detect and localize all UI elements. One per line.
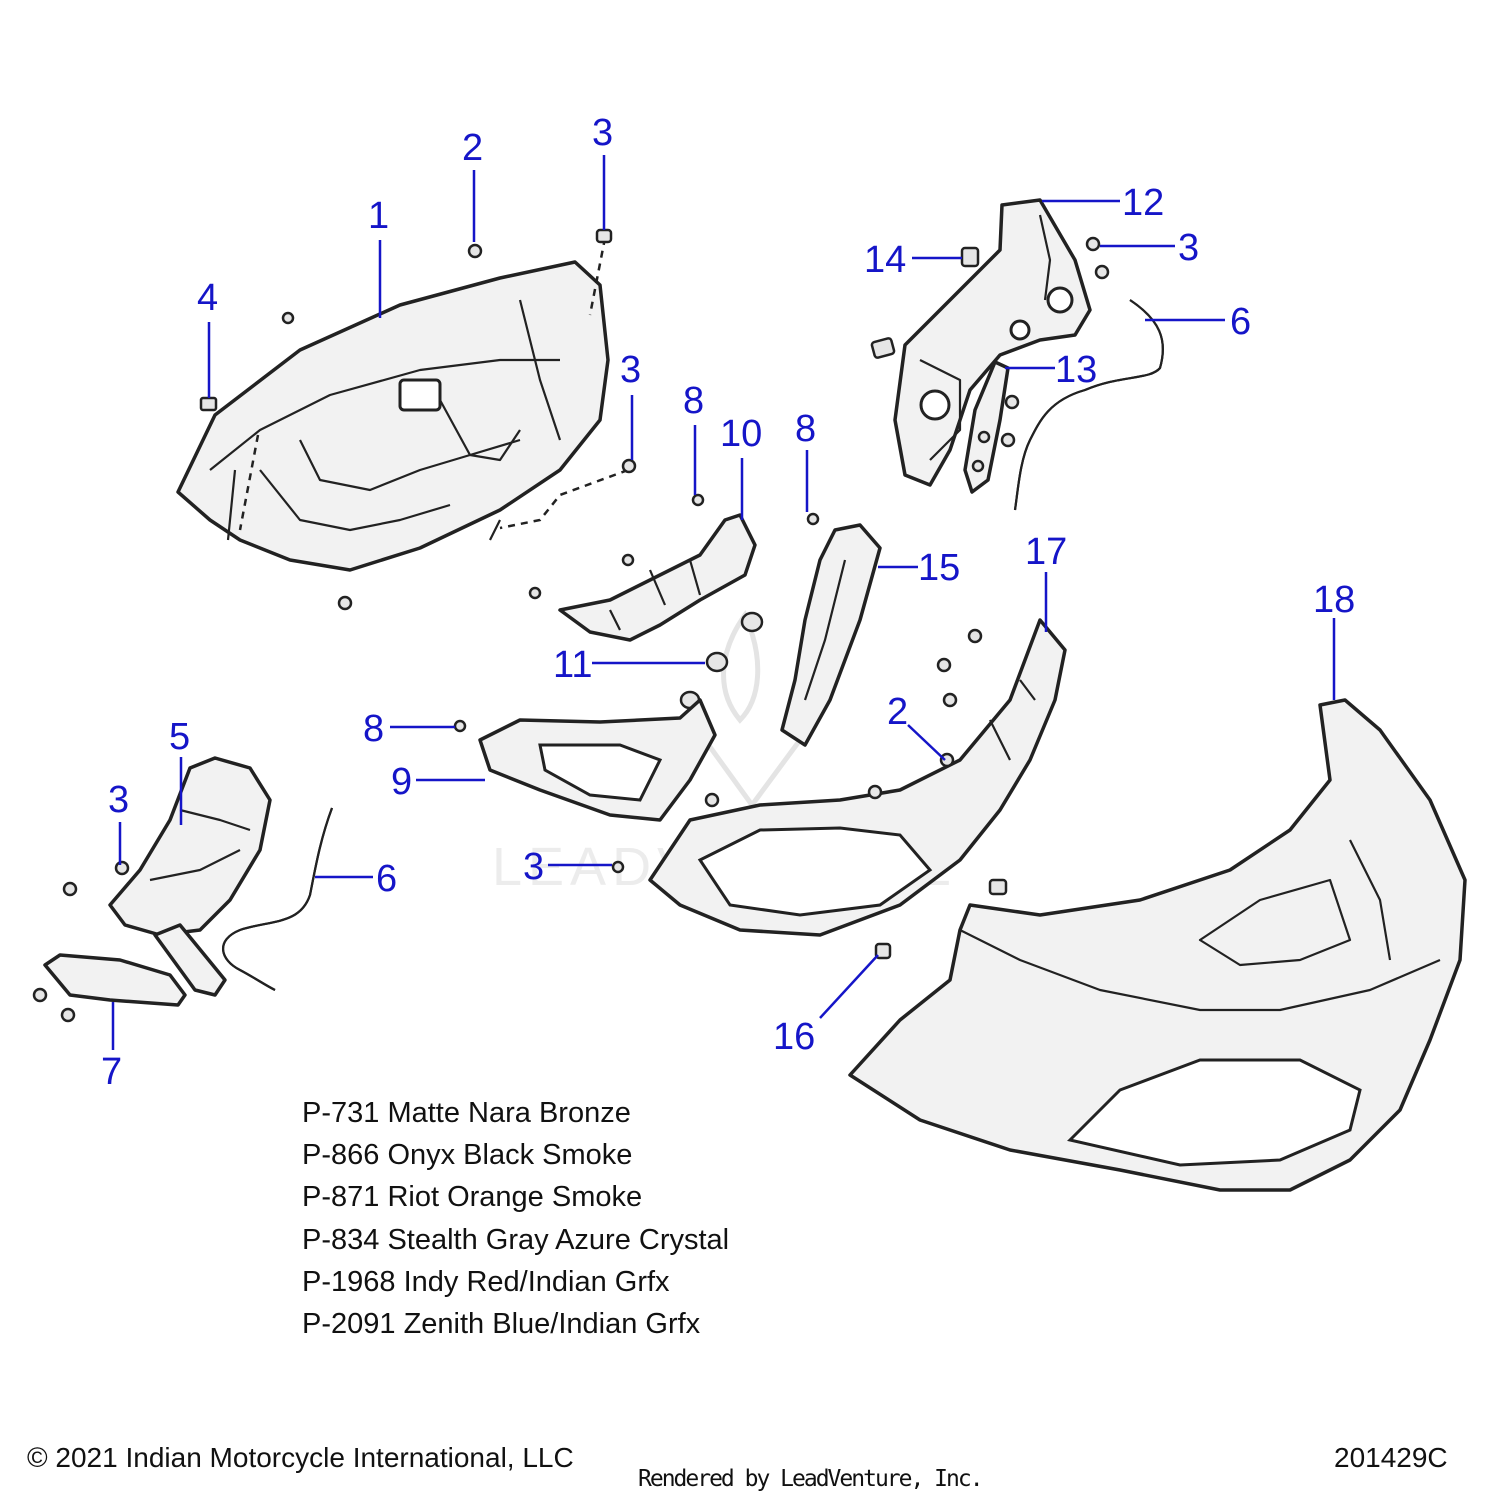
callout-3: 3 — [1178, 227, 1199, 269]
part-10-bracket — [530, 495, 755, 640]
callout-9: 9 — [391, 761, 412, 803]
legend-item: P-731 Matte Nara Bronze — [302, 1092, 729, 1134]
callout-8: 8 — [363, 708, 384, 750]
callout-3: 3 — [620, 349, 641, 391]
callout-8: 8 — [795, 408, 816, 450]
legend-item: P-871 Riot Orange Smoke — [302, 1176, 729, 1218]
paint-color-legend: P-731 Matte Nara Bronze P-866 Onyx Black… — [302, 1092, 729, 1345]
callout-15: 15 — [918, 547, 960, 589]
callout-6: 6 — [1230, 301, 1251, 343]
callout-14: 14 — [864, 239, 906, 281]
part-7-cover — [45, 955, 185, 1005]
part-1-inner-fairing — [178, 262, 608, 609]
callout-12: 12 — [1122, 182, 1164, 224]
legend-item: P-1968 Indy Red/Indian Grfx — [302, 1261, 729, 1303]
legend-item: P-2091 Zenith Blue/Indian Grfx — [302, 1303, 729, 1345]
part-5-lower-panel — [110, 758, 270, 995]
callout-5: 5 — [169, 716, 190, 758]
callout-3: 3 — [592, 112, 613, 154]
rendered-by-credit: Rendered by LeadVenture, Inc. — [638, 1466, 982, 1492]
part-9-trim — [480, 700, 715, 820]
callout-16: 16 — [773, 1016, 815, 1058]
callout-11: 11 — [553, 644, 592, 686]
callout-8: 8 — [683, 380, 704, 422]
callout-10: 10 — [720, 413, 762, 455]
callout-18: 18 — [1313, 579, 1355, 621]
callout-1: 1 — [368, 195, 389, 237]
copyright-notice: © 2021 Indian Motorcycle International, … — [27, 1442, 574, 1474]
part-15-trim — [782, 525, 880, 745]
callout-6: 6 — [376, 858, 397, 900]
callout-3: 3 — [523, 846, 544, 888]
legend-item: P-834 Stealth Gray Azure Crystal — [302, 1219, 729, 1261]
callout-3: 3 — [108, 779, 129, 821]
legend-item: P-866 Onyx Black Smoke — [302, 1134, 729, 1176]
callout-4: 4 — [197, 277, 218, 319]
callout-17: 17 — [1025, 531, 1067, 573]
callout-13: 13 — [1055, 349, 1097, 391]
callout-7: 7 — [101, 1051, 122, 1093]
diagram-code: 201429C — [1334, 1442, 1448, 1474]
callout-2: 2 — [462, 127, 483, 169]
callout-2: 2 — [887, 691, 908, 733]
